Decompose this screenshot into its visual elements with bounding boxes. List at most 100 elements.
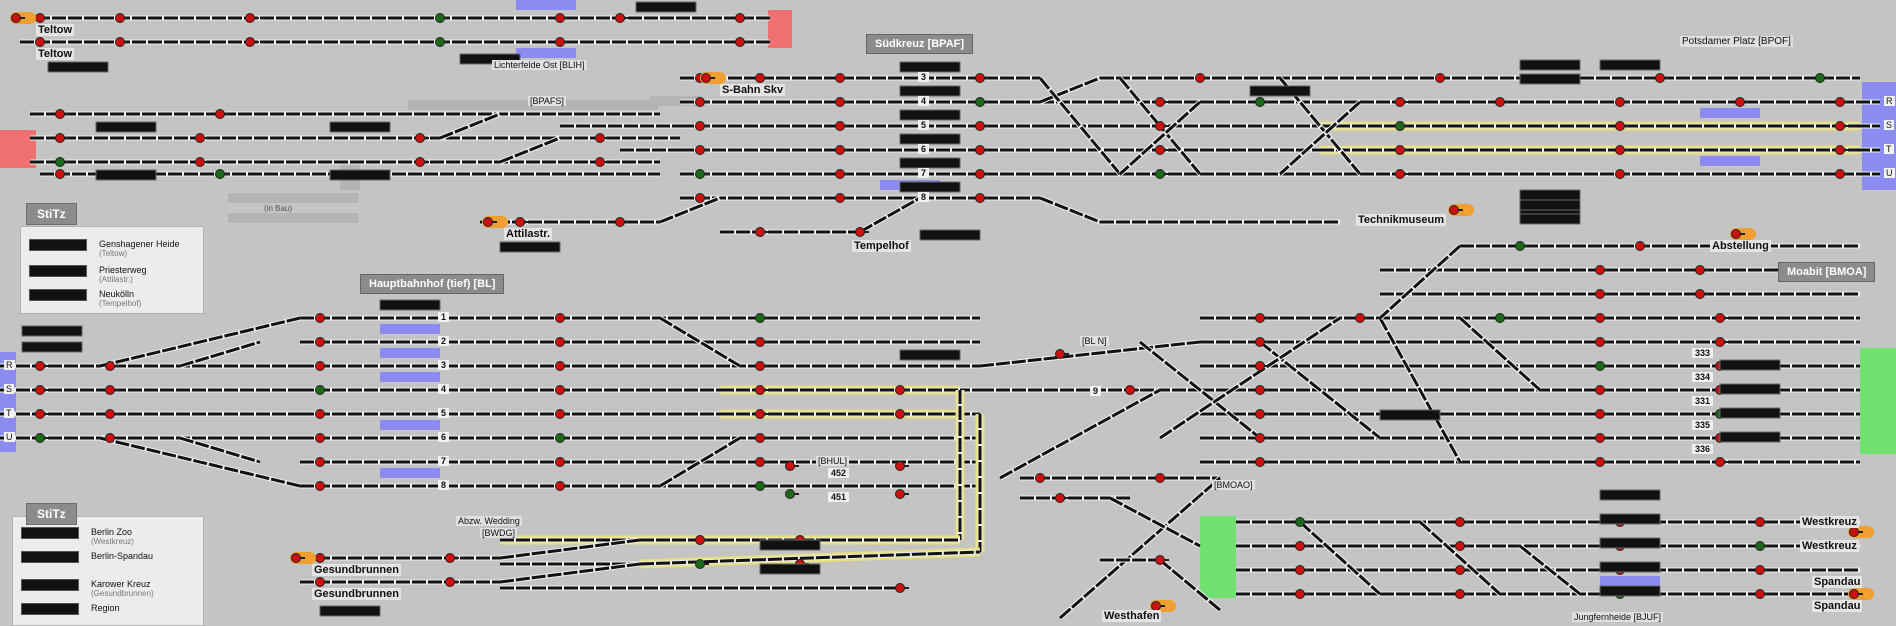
- signal-icon[interactable]: [35, 37, 50, 47]
- signal-icon[interactable]: [1635, 241, 1650, 251]
- signal-icon[interactable]: [555, 313, 570, 323]
- signal-icon[interactable]: [1695, 289, 1710, 299]
- signal-icon[interactable]: [315, 361, 330, 371]
- signal-icon[interactable]: [105, 361, 120, 371]
- signal-icon[interactable]: [1155, 555, 1170, 565]
- signal-icon[interactable]: [483, 217, 498, 227]
- signal-icon[interactable]: [1495, 97, 1510, 107]
- signal-icon[interactable]: [755, 361, 770, 371]
- signal-icon[interactable]: [1849, 589, 1864, 599]
- signal-icon[interactable]: [35, 385, 50, 395]
- signal-icon[interactable]: [291, 553, 306, 563]
- signal-icon[interactable]: [445, 553, 460, 563]
- signal-icon[interactable]: [1615, 145, 1630, 155]
- signal-icon[interactable]: [701, 73, 716, 83]
- signal-icon[interactable]: [975, 73, 990, 83]
- signal-icon[interactable]: [1595, 313, 1610, 323]
- signal-icon[interactable]: [1455, 565, 1470, 575]
- signal-icon[interactable]: [115, 13, 130, 23]
- signal-icon[interactable]: [555, 385, 570, 395]
- signal-icon[interactable]: [695, 121, 710, 131]
- signal-icon[interactable]: [975, 169, 990, 179]
- signal-icon[interactable]: [1355, 313, 1370, 323]
- signal-icon[interactable]: [785, 489, 800, 499]
- signal-icon[interactable]: [1195, 73, 1210, 83]
- signal-icon[interactable]: [1155, 121, 1170, 131]
- signal-icon[interactable]: [1035, 473, 1050, 483]
- signal-icon[interactable]: [1715, 337, 1730, 347]
- signal-icon[interactable]: [105, 385, 120, 395]
- signal-icon[interactable]: [1455, 541, 1470, 551]
- signal-icon[interactable]: [315, 313, 330, 323]
- signal-icon[interactable]: [895, 583, 910, 593]
- signal-icon[interactable]: [55, 157, 70, 167]
- signal-icon[interactable]: [695, 169, 710, 179]
- signal-icon[interactable]: [755, 481, 770, 491]
- signal-icon[interactable]: [1735, 97, 1750, 107]
- signal-icon[interactable]: [1615, 121, 1630, 131]
- signal-icon[interactable]: [1395, 169, 1410, 179]
- signal-icon[interactable]: [515, 217, 530, 227]
- signal-icon[interactable]: [555, 13, 570, 23]
- signal-icon[interactable]: [435, 13, 450, 23]
- signal-icon[interactable]: [1595, 265, 1610, 275]
- signal-icon[interactable]: [695, 535, 710, 545]
- signal-icon[interactable]: [755, 227, 770, 237]
- station-title-hbf-tief[interactable]: Hauptbahnhof (tief) [BL]: [360, 274, 505, 294]
- signal-icon[interactable]: [755, 409, 770, 419]
- signal-icon[interactable]: [1395, 121, 1410, 131]
- signal-icon[interactable]: [315, 385, 330, 395]
- signal-icon[interactable]: [835, 193, 850, 203]
- signal-icon[interactable]: [1295, 517, 1310, 527]
- signal-icon[interactable]: [695, 559, 710, 569]
- signal-icon[interactable]: [415, 157, 430, 167]
- signal-icon[interactable]: [1155, 473, 1170, 483]
- signal-icon[interactable]: [835, 145, 850, 155]
- signal-icon[interactable]: [615, 217, 630, 227]
- signal-icon[interactable]: [11, 13, 26, 23]
- signal-icon[interactable]: [755, 337, 770, 347]
- signal-icon[interactable]: [835, 169, 850, 179]
- signal-icon[interactable]: [895, 461, 910, 471]
- signal-icon[interactable]: [35, 433, 50, 443]
- signal-icon[interactable]: [1835, 121, 1850, 131]
- signal-icon[interactable]: [1595, 409, 1610, 419]
- signal-icon[interactable]: [35, 409, 50, 419]
- signal-icon[interactable]: [595, 133, 610, 143]
- signal-icon[interactable]: [1255, 385, 1270, 395]
- signal-icon[interactable]: [55, 133, 70, 143]
- signal-icon[interactable]: [1615, 169, 1630, 179]
- signal-icon[interactable]: [755, 433, 770, 443]
- signal-icon[interactable]: [1435, 73, 1450, 83]
- signal-icon[interactable]: [245, 37, 260, 47]
- signal-icon[interactable]: [755, 457, 770, 467]
- signal-icon[interactable]: [755, 385, 770, 395]
- signal-icon[interactable]: [735, 13, 750, 23]
- signal-icon[interactable]: [1255, 433, 1270, 443]
- signal-icon[interactable]: [315, 409, 330, 419]
- signal-icon[interactable]: [895, 409, 910, 419]
- signal-icon[interactable]: [1255, 361, 1270, 371]
- signal-icon[interactable]: [1755, 589, 1770, 599]
- signal-icon[interactable]: [1295, 589, 1310, 599]
- signal-icon[interactable]: [555, 409, 570, 419]
- signal-icon[interactable]: [1835, 97, 1850, 107]
- signal-icon[interactable]: [755, 313, 770, 323]
- signal-icon[interactable]: [215, 109, 230, 119]
- signal-icon[interactable]: [1055, 349, 1070, 359]
- signal-icon[interactable]: [1155, 97, 1170, 107]
- signal-icon[interactable]: [195, 157, 210, 167]
- signal-icon[interactable]: [1255, 313, 1270, 323]
- signal-icon[interactable]: [1255, 337, 1270, 347]
- signal-icon[interactable]: [1595, 361, 1610, 371]
- signal-icon[interactable]: [755, 73, 770, 83]
- signal-icon[interactable]: [115, 37, 130, 47]
- signal-icon[interactable]: [555, 457, 570, 467]
- signal-icon[interactable]: [855, 227, 870, 237]
- signal-icon[interactable]: [595, 157, 610, 167]
- signal-icon[interactable]: [1255, 457, 1270, 467]
- signal-icon[interactable]: [1595, 337, 1610, 347]
- signal-icon[interactable]: [315, 481, 330, 491]
- signal-icon[interactable]: [1495, 313, 1510, 323]
- signal-icon[interactable]: [445, 577, 460, 587]
